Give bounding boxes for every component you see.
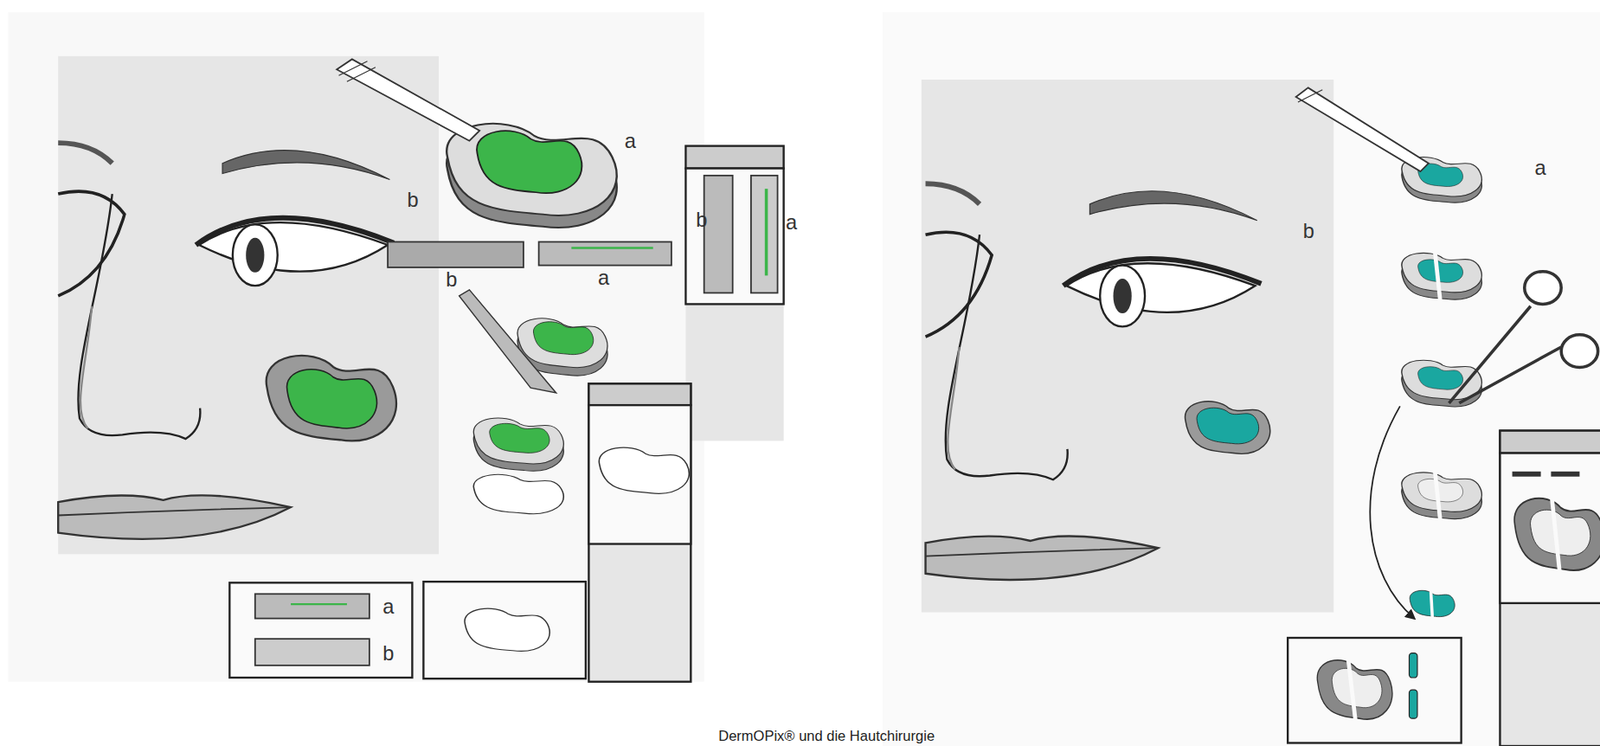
mohs-steps-part xyxy=(1401,472,1482,512)
mohs-steps xyxy=(1296,87,1599,623)
graft-second xyxy=(459,289,608,393)
specimen-box-bottom-part xyxy=(423,581,585,679)
part-letter: b xyxy=(1303,220,1315,242)
mohs-steps-part xyxy=(1418,478,1464,502)
mohs-steps-part xyxy=(1401,252,1482,292)
left-panel-part xyxy=(266,355,397,441)
part-letter: b xyxy=(695,209,707,231)
part-letter: a xyxy=(624,130,637,152)
right-specimen-boxes-part xyxy=(1530,509,1591,556)
right-specimen-boxes-part xyxy=(1408,689,1417,719)
graft-third-part xyxy=(489,423,550,453)
right-specimen-boxes-part xyxy=(1347,648,1358,735)
mohs-steps-part xyxy=(1418,366,1464,391)
graft-third xyxy=(473,417,564,515)
mohs-steps-part xyxy=(1458,346,1562,404)
right-panel-part xyxy=(921,79,1334,613)
right-panel-part-part xyxy=(925,183,1262,580)
caption: DermOPix® und die Hautchirurgie xyxy=(718,727,935,745)
left-panel xyxy=(7,12,704,682)
mohs-steps-part xyxy=(1430,586,1433,623)
part-letter: a xyxy=(785,212,797,233)
specimen-box-tall xyxy=(685,146,784,442)
specimen-box-tall-part xyxy=(751,175,778,294)
specimen-box: ba xyxy=(685,146,784,442)
part-letter: a xyxy=(597,267,610,289)
graft-second-part xyxy=(533,321,593,355)
excision-strips xyxy=(387,241,672,267)
part-letter: a xyxy=(382,596,394,617)
right-panel-part xyxy=(925,183,1262,580)
graft-with-scalpel-part xyxy=(336,58,480,141)
left-panel-part xyxy=(286,369,377,429)
specimen-box-tall-part xyxy=(704,175,733,294)
right-panel xyxy=(882,12,1600,746)
specimen-box-middle-part xyxy=(588,404,691,544)
mohs-steps-part xyxy=(1448,306,1530,404)
right-panel-part xyxy=(1185,401,1271,455)
specimen-box-tall-part xyxy=(685,168,784,305)
part-letter: b xyxy=(407,189,419,211)
graft-second-part xyxy=(459,289,557,393)
excision-strips-part xyxy=(539,241,672,265)
mohs-steps-part xyxy=(1296,87,1429,172)
right-panel-part xyxy=(882,12,1600,746)
mohs-steps-part xyxy=(1418,259,1464,283)
mohs-steps-part xyxy=(1433,239,1441,307)
mohs-steps-part xyxy=(1433,459,1441,527)
right-specimen-boxes-part xyxy=(1331,668,1382,707)
specimen-box-tall-part xyxy=(764,188,769,276)
specimen-box-bottom-part xyxy=(228,581,413,679)
specimen-box-bottom-part xyxy=(290,603,347,605)
specimen-box-middle-part xyxy=(588,383,691,682)
right-specimen-boxes-part xyxy=(1512,471,1542,477)
right-specimen-boxes-part xyxy=(1287,637,1461,743)
graft-second-part xyxy=(517,318,608,368)
specimen-box: ab xyxy=(228,581,413,679)
left-panel-part xyxy=(57,142,394,540)
graft-with-scalpel xyxy=(336,58,617,228)
mohs-steps-part xyxy=(1369,405,1414,618)
mohs-steps-part xyxy=(1524,271,1562,305)
part-letter: b xyxy=(382,642,394,664)
right-specimen-boxes-part xyxy=(1408,653,1417,678)
specimen-box-middle xyxy=(588,383,691,682)
specimen-box-bottom-part xyxy=(255,638,370,666)
specimen-box-tall-part xyxy=(685,146,784,442)
mohs-steps-part xyxy=(1561,334,1598,368)
specimen-box-tall-part xyxy=(685,146,784,169)
specimen-box-bottom xyxy=(228,581,586,679)
excision-strips-part xyxy=(571,246,653,249)
specimen-box-bottom-part xyxy=(464,608,550,651)
specimen-box-bottom-part xyxy=(255,593,370,618)
right-specimen-boxes xyxy=(1287,430,1600,746)
part-letter: a xyxy=(1535,157,1547,179)
right-specimen-boxes-part xyxy=(1550,489,1562,587)
left-panel-part xyxy=(7,12,704,682)
specimen-box-middle-part xyxy=(598,447,689,494)
graft-third-part xyxy=(473,417,564,464)
specimen-box-middle-part xyxy=(588,383,691,405)
graft-with-scalpel-part xyxy=(346,67,376,83)
graft-third-part xyxy=(473,474,564,514)
right-panel-part xyxy=(1196,407,1260,444)
right-specimen-boxes-part xyxy=(1499,430,1600,746)
right-specimen-boxes-part xyxy=(1499,430,1600,454)
mohs-steps-part xyxy=(1297,89,1323,103)
part-letter: b xyxy=(445,269,457,290)
left-panel-part xyxy=(57,56,439,554)
excision-strips-part xyxy=(387,241,524,267)
right-specimen-boxes-part xyxy=(1550,471,1580,477)
graft-with-scalpel-part xyxy=(476,130,582,193)
